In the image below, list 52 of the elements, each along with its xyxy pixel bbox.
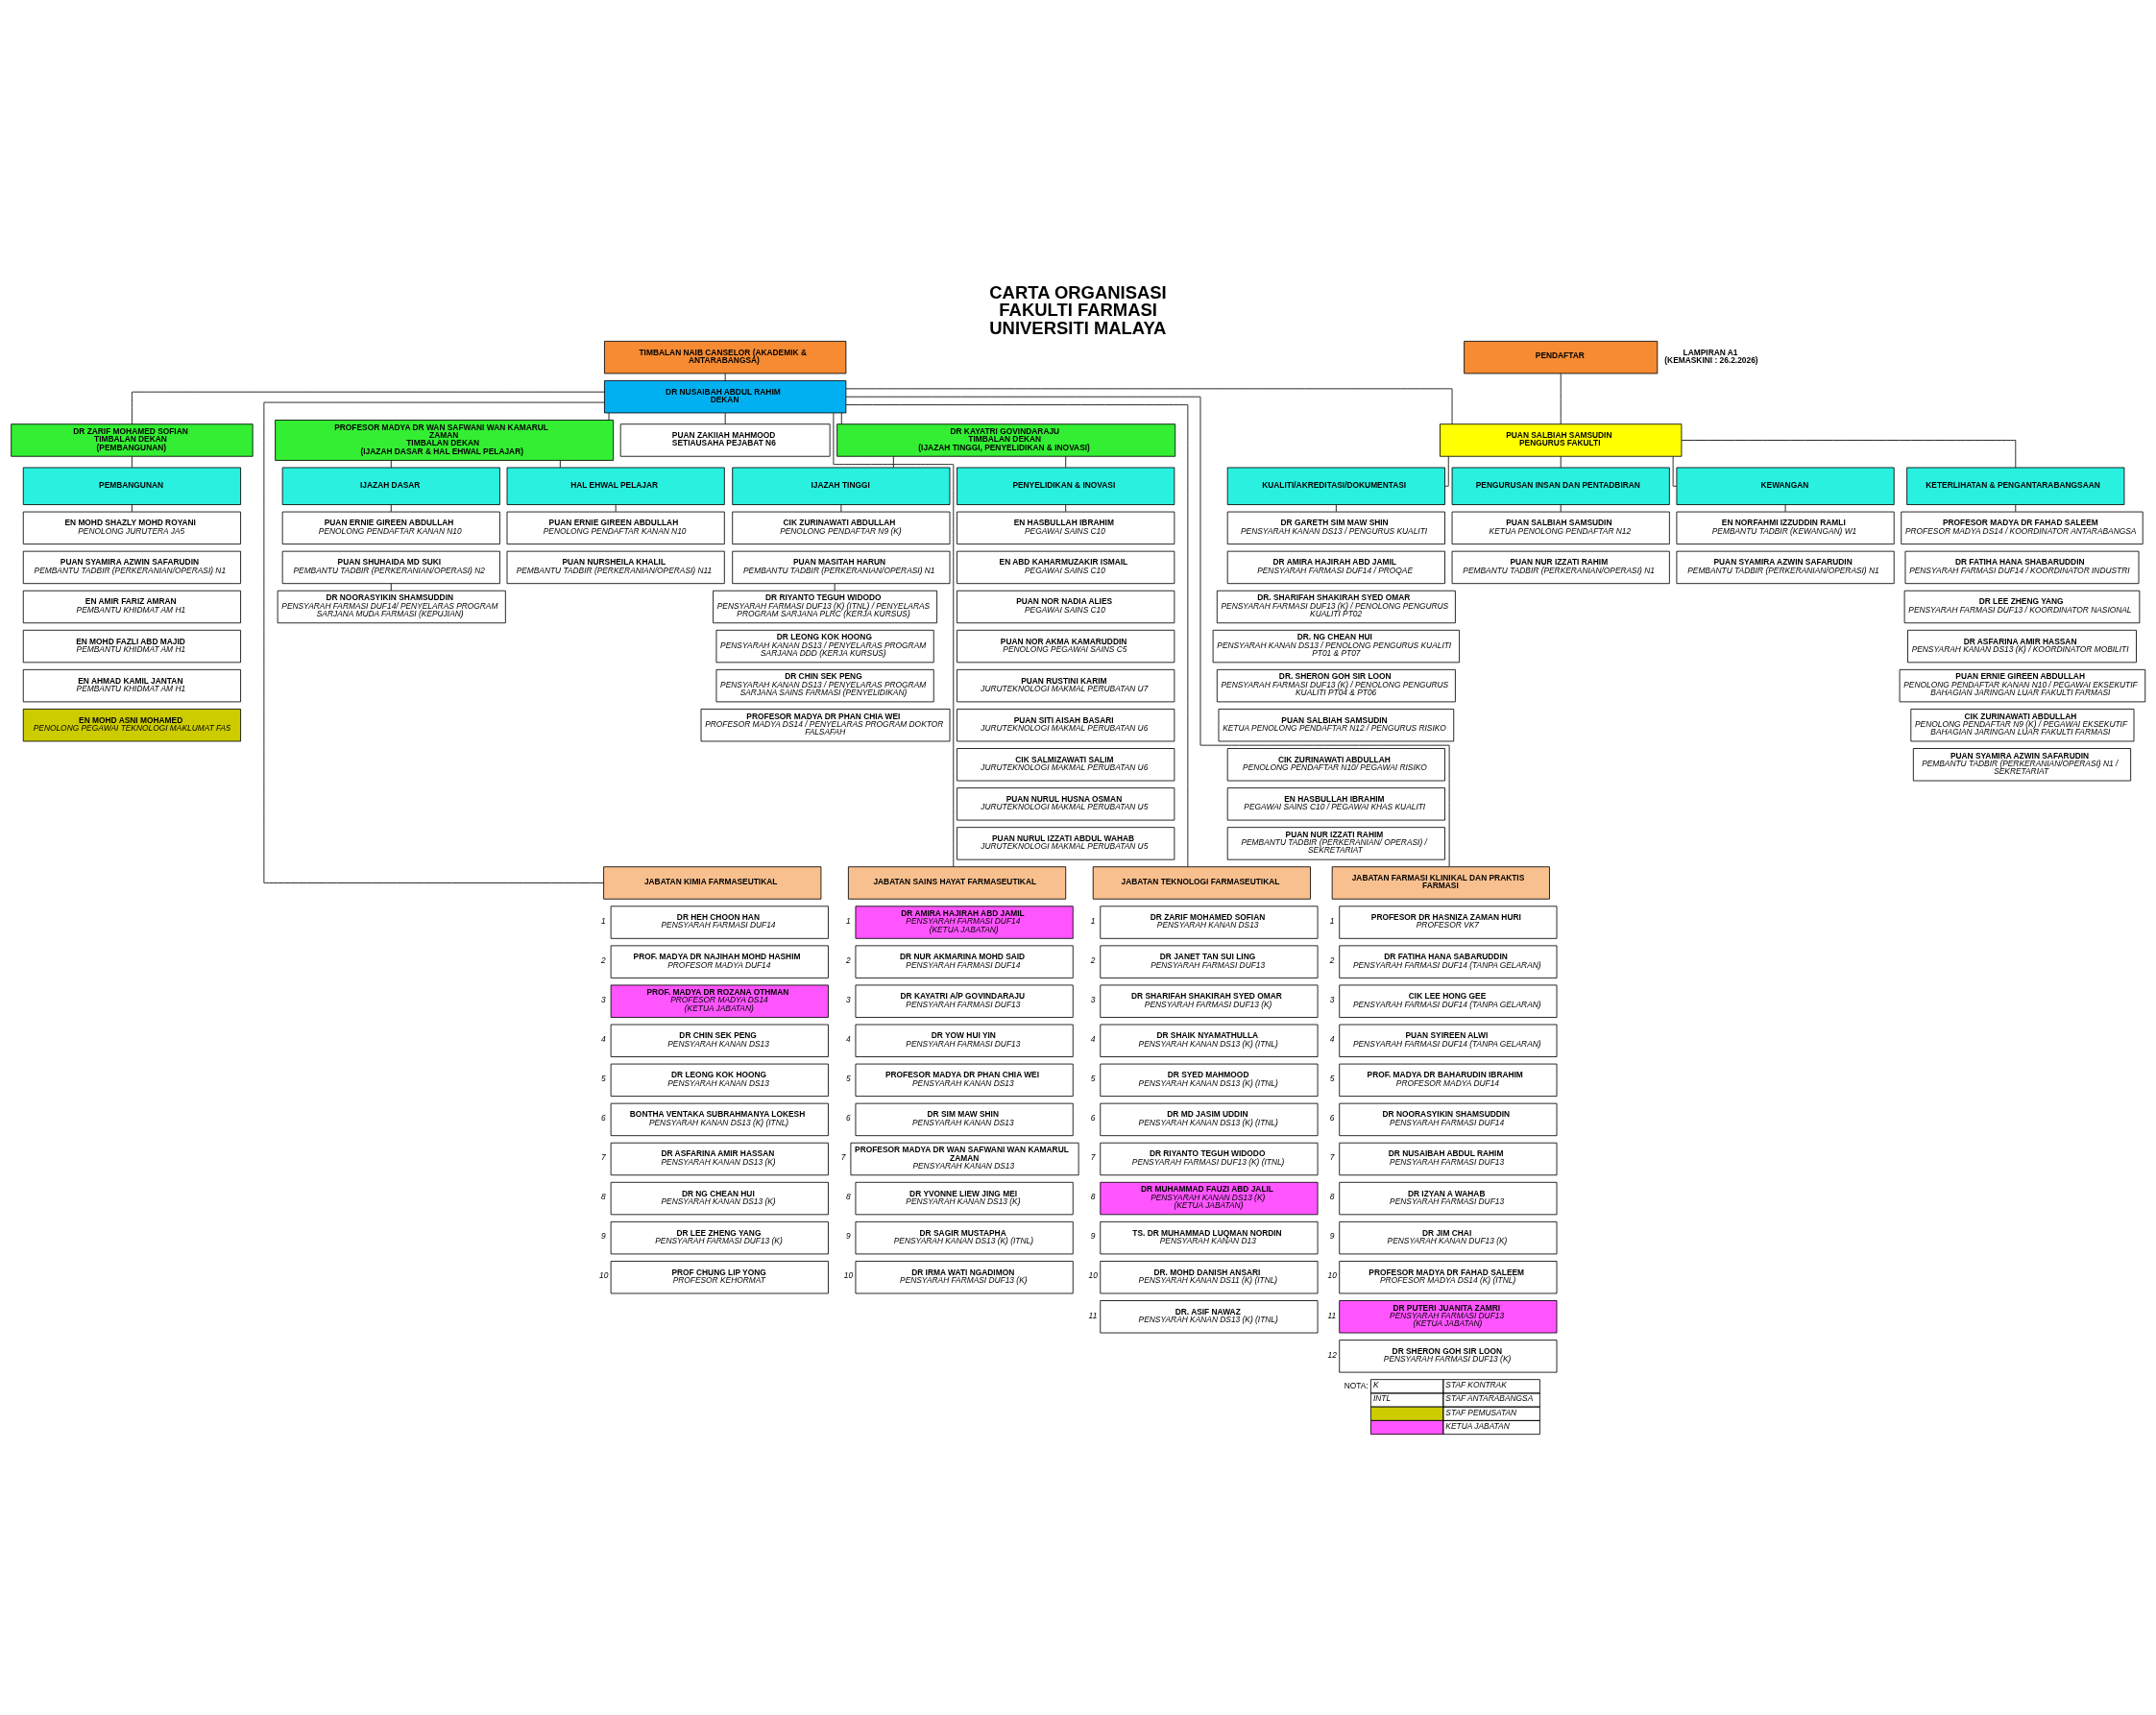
node-label: 3 (1329, 994, 1335, 1004)
node-label: 9 (845, 1230, 851, 1241)
node-label: 8 (601, 1191, 606, 1201)
node-label: 7 (840, 1151, 846, 1162)
diagram-title: CARTA ORGANISASI FAKULTI FARMASI UNIVERSITI MALAYA (989, 281, 1167, 337)
label: INTL (1372, 1392, 1392, 1403)
node-label: 5 (1090, 1073, 1096, 1083)
node-label: 3 (1090, 994, 1096, 1004)
label: LAMPIRAN A1 (1683, 347, 1738, 357)
node-label: 6 (845, 1112, 851, 1123)
node-label: 2 (1329, 954, 1335, 965)
node-label: 11 (1088, 1310, 1098, 1320)
node-label: 10 (1327, 1269, 1337, 1280)
label: STAF ANTARABANGSA (1445, 1392, 1534, 1403)
node-label: 5 (845, 1073, 851, 1083)
node-label: 1 (601, 915, 606, 926)
node-label: 9 (601, 1230, 606, 1241)
node-label: 4 (1329, 1033, 1335, 1044)
node-label: 11 (1327, 1310, 1337, 1320)
node-label: 10 (598, 1269, 609, 1280)
node-label: 8 (1329, 1191, 1335, 1201)
node-label: 8 (1090, 1191, 1096, 1201)
node-label: 3 (601, 994, 606, 1004)
node-label: 3 (845, 994, 851, 1004)
node-label: 9 (1090, 1230, 1096, 1241)
node-label: 2 (1090, 954, 1096, 965)
node-label: 7 (1090, 1151, 1096, 1162)
node-label: 2 (845, 954, 851, 965)
node-label: 8 (845, 1191, 851, 1201)
node-label: 4 (1090, 1033, 1096, 1044)
node-label: 10 (1088, 1269, 1098, 1280)
node-label: 5 (1329, 1073, 1335, 1083)
node-label: 2 (601, 954, 606, 965)
node-label: 1 (1329, 915, 1335, 926)
legend-label: KETUA JABATAN (1445, 1420, 1510, 1431)
node-label: 6 (1329, 1112, 1335, 1123)
node-label: 1 (1090, 915, 1096, 926)
node-label: 9 (1329, 1230, 1335, 1241)
node-label: 10 (843, 1269, 854, 1280)
label: STAF KONTRAK (1445, 1379, 1507, 1389)
node-label: 4 (601, 1033, 606, 1044)
node-label: 4 (845, 1033, 851, 1044)
node-label: 5 (601, 1073, 606, 1083)
node-label: 6 (1090, 1112, 1096, 1123)
node-label: 6 (601, 1112, 606, 1123)
label: K (1372, 1379, 1379, 1389)
node-label: 7 (1329, 1151, 1335, 1162)
node-label: 12 (1327, 1349, 1337, 1360)
node-label: 1 (845, 915, 851, 926)
label: NOTA: (1344, 1380, 1369, 1390)
node-label: 7 (601, 1151, 606, 1162)
legend-label: STAF PEMUSATAN (1445, 1407, 1517, 1417)
